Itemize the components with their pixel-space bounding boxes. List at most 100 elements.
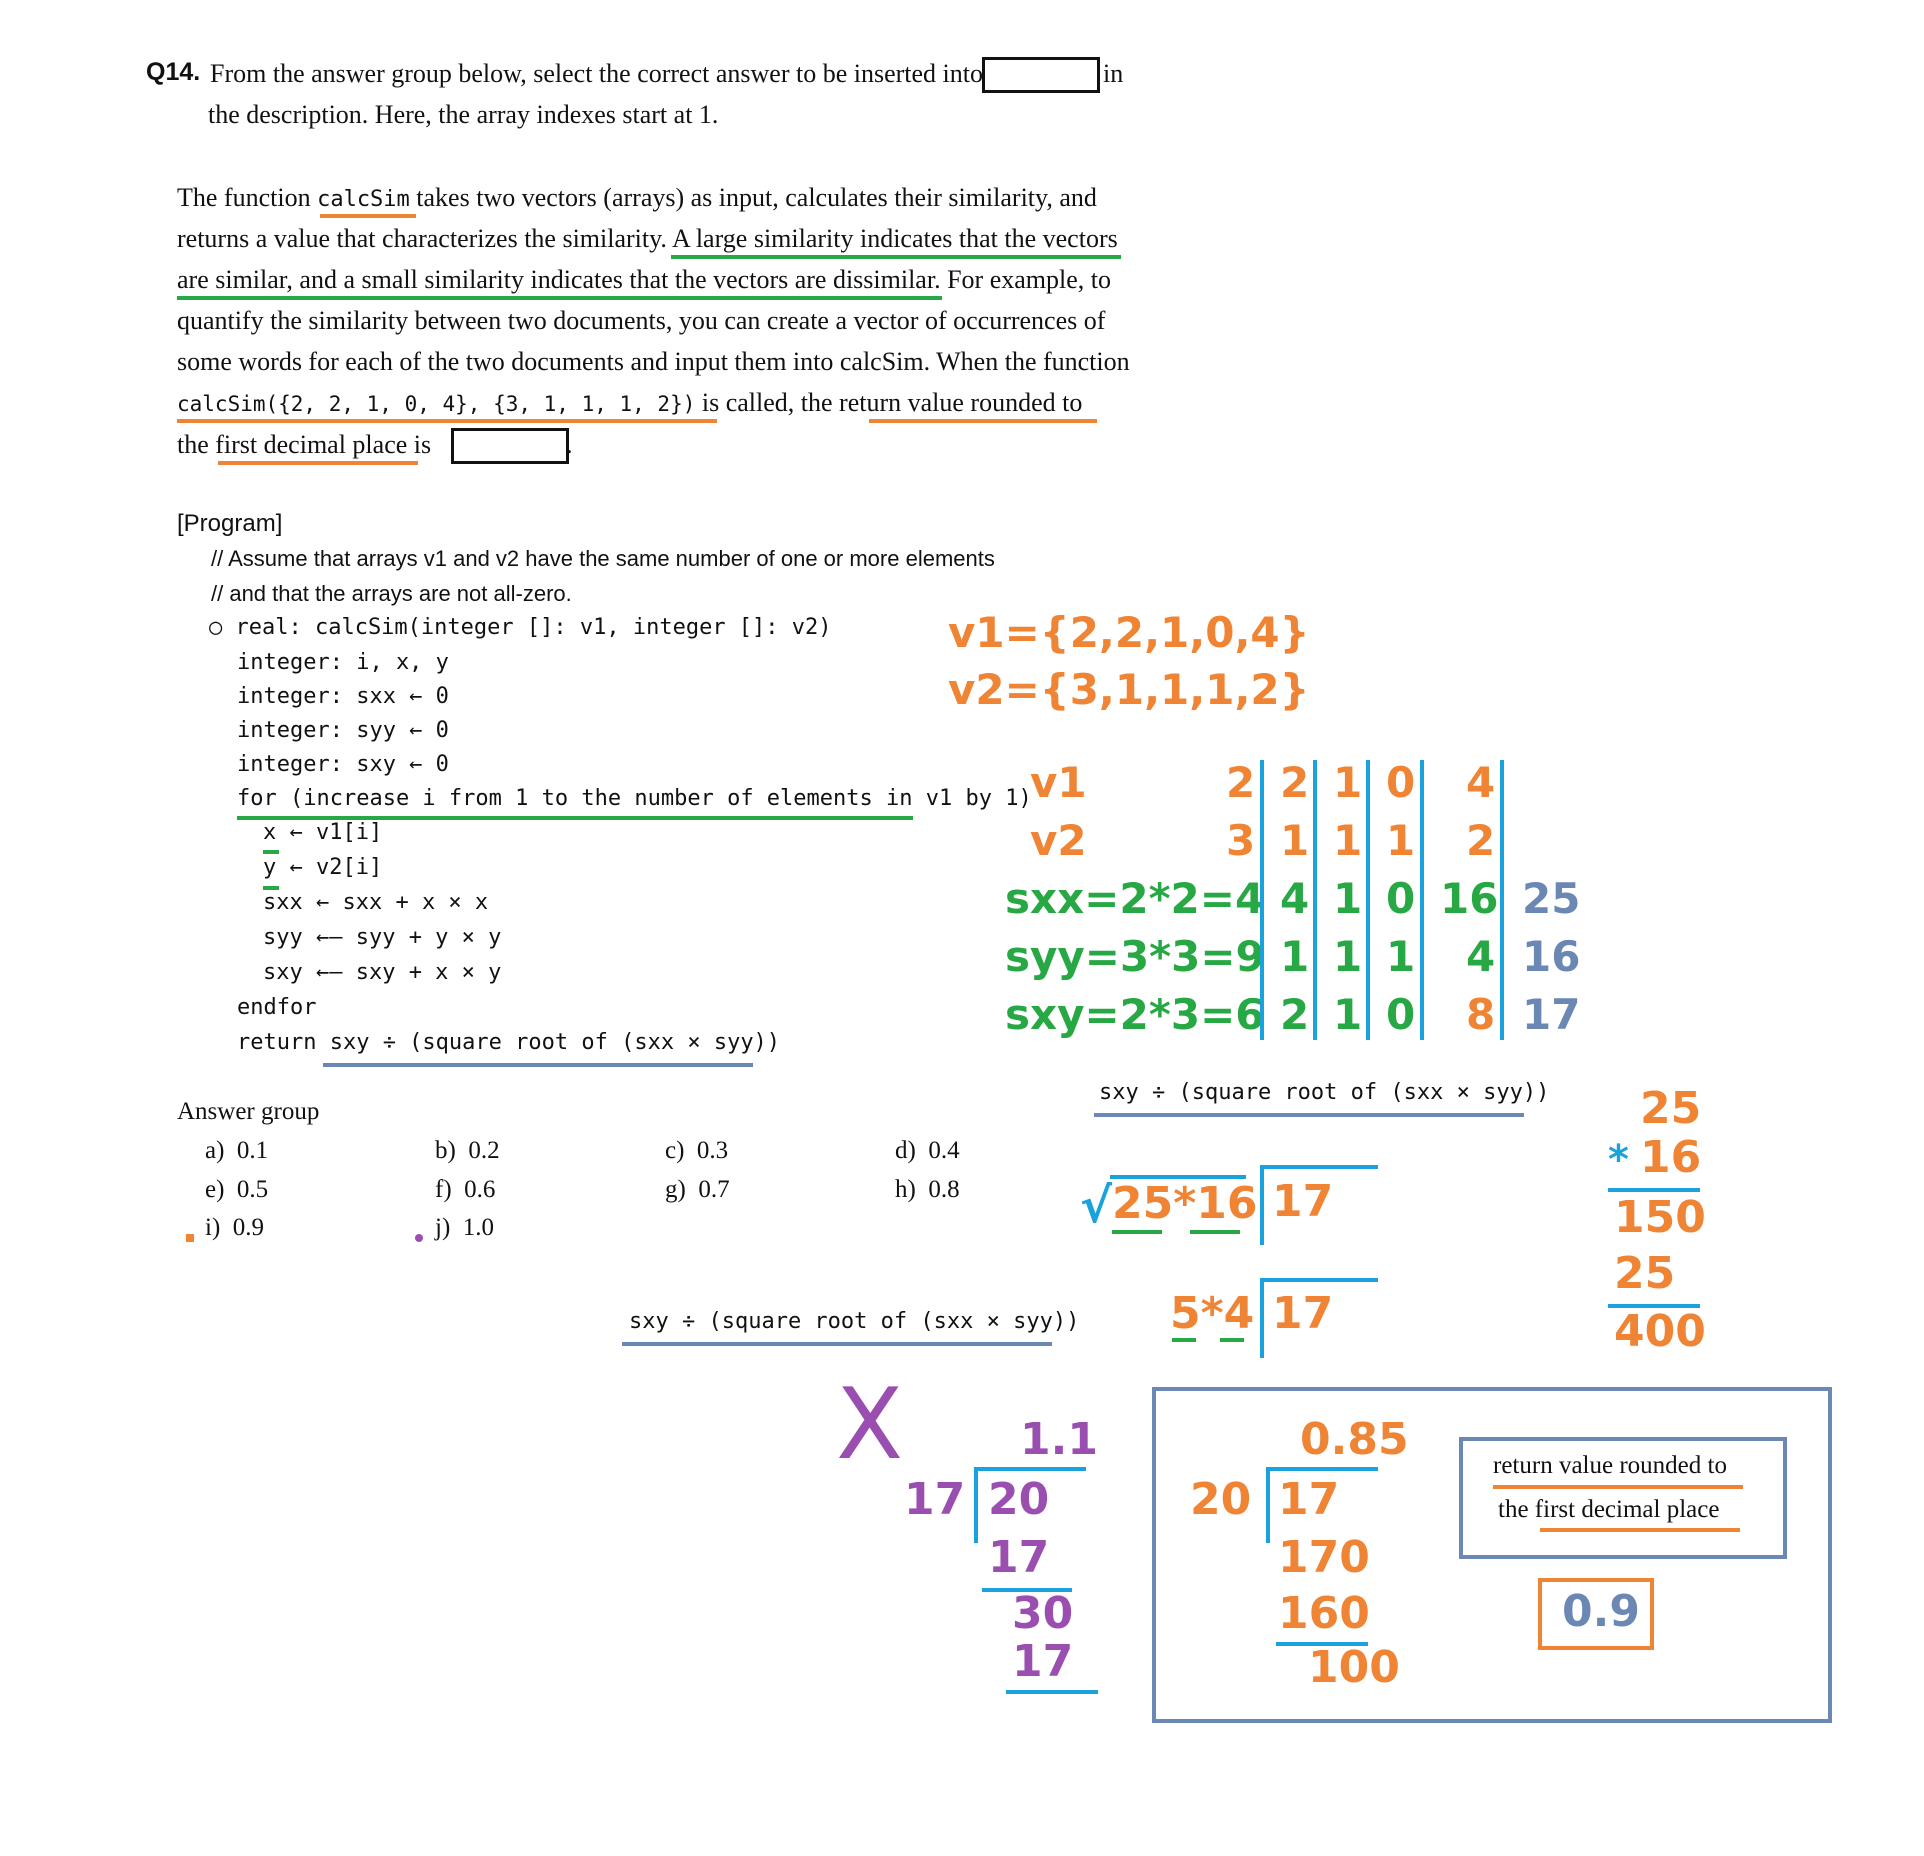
program-endfor: endfor <box>237 995 317 1020</box>
note-v1-definition: v1={2,2,1,0,4} <box>948 608 1310 657</box>
answer-value: 0.5 <box>236 1176 269 1203</box>
answer-value: 0.1 <box>236 1137 269 1164</box>
table-sxx-cell: 0 <box>1386 874 1416 923</box>
highlight-first-decimal <box>218 461 418 465</box>
program-update-syy: syy ←— syy + y × y <box>263 925 502 950</box>
formula-note-underline <box>1094 1113 1524 1117</box>
table-sxy-cell: 0 <box>1386 990 1416 1039</box>
table-label-sxx: sxx=2*2=4 <box>1005 874 1265 923</box>
description-text: is called, the return value rounded to <box>695 388 1083 417</box>
wrong-div-quotient: 1.1 <box>1020 1414 1098 1465</box>
answer-letter: d) <box>895 1137 916 1164</box>
table-total-sxy: 17 <box>1522 990 1581 1039</box>
table-sxx-cell: 16 <box>1440 874 1499 923</box>
program-signature: ○ real: calcSim(integer []: v1, integer … <box>209 615 832 640</box>
division-bar <box>1260 1165 1264 1245</box>
highlight-rounded-phrase <box>869 419 1097 423</box>
rounding-note-line2: the first decimal place <box>1498 1496 1720 1523</box>
table-v2-cell: 1 <box>1280 816 1310 865</box>
answer-option-a: a) 0.1 <box>205 1137 268 1165</box>
division-top <box>1260 1165 1378 1169</box>
answer-letter: f) <box>435 1176 452 1203</box>
answer-value: 0.4 <box>928 1137 960 1164</box>
description-text: The function <box>177 183 318 212</box>
simp-underline-4 <box>1220 1338 1244 1342</box>
answer-option-d: d) 0.4 <box>895 1137 960 1165</box>
program-return: return sxy ÷ (square root of (sxx × syy)… <box>237 1030 781 1055</box>
mult-line <box>1608 1188 1700 1192</box>
answer-letter: b) <box>435 1137 456 1164</box>
wrong-cross-mark: X <box>836 1368 904 1482</box>
answer-value: 0.7 <box>698 1176 730 1203</box>
answer-value: 0.3 <box>696 1137 729 1164</box>
answer-option-e: e) 0.5 <box>205 1176 268 1204</box>
program-update-sxy: sxy ←— sxy + x × y <box>263 960 502 985</box>
description-answer-blank <box>451 428 569 464</box>
rounding-note-box <box>1459 1437 1787 1559</box>
table-label-v1: v1 <box>1030 758 1087 807</box>
solution-box <box>1152 1387 1832 1723</box>
program-assign-y: y ← v2[i] <box>263 855 383 880</box>
wrong-div-divisor: 17 <box>904 1474 966 1525</box>
final-answer: 0.9 <box>1562 1586 1640 1637</box>
mult-partial-2: 25 <box>1614 1248 1676 1299</box>
question-text-line1: From the answer group below, select the … <box>210 59 984 88</box>
formula-note-2-underline <box>622 1342 1052 1346</box>
program-comment-1: // Assume that arrays v1 and v2 have the… <box>211 546 995 571</box>
table-sxx-cell: 1 <box>1333 874 1363 923</box>
sqrt-numerator: 17 <box>1272 1176 1334 1227</box>
wrong-div-subtract-2: 17 <box>1012 1636 1074 1687</box>
answer-letter: h) <box>895 1176 916 1203</box>
program-decl-sxy: integer: sxy ← 0 <box>237 752 449 777</box>
rounding-note-line1: return value rounded to <box>1493 1452 1727 1479</box>
program-assign-x: x ← v1[i] <box>263 820 383 845</box>
answer-letter: j) <box>435 1214 451 1241</box>
simp-underline-5 <box>1172 1338 1196 1342</box>
description-line5: some words for each of the two documents… <box>177 347 1130 376</box>
description-text: takes two vectors (arrays) as input, cal… <box>409 183 1097 212</box>
answer-option-h: h) 0.8 <box>895 1176 960 1204</box>
answer-value: 1.0 <box>462 1214 495 1241</box>
description-line3: are similar, and a small similarity indi… <box>177 265 1111 294</box>
table-syy-cell: 1 <box>1386 932 1416 981</box>
table-v1-cell: 2 <box>1280 758 1310 807</box>
function-name-code: calcSim <box>317 187 410 212</box>
table-v1-cell: 0 <box>1386 758 1416 807</box>
sqrt-overline <box>1110 1175 1246 1179</box>
rounding-underline-2 <box>1540 1528 1740 1532</box>
table-label-syy: syy=3*3=9 <box>1005 932 1265 981</box>
highlight-x <box>263 850 279 854</box>
simplified-numerator: 17 <box>1272 1288 1334 1339</box>
table-syy-cell: 1 <box>1280 932 1310 981</box>
mult-line <box>1608 1304 1700 1308</box>
table-divider <box>1313 760 1317 1040</box>
right-div-step-2: 160 <box>1278 1588 1370 1639</box>
highlight-for-loop <box>237 816 913 820</box>
wrong-div-top <box>974 1467 1086 1471</box>
table-v1-cell: 2 <box>1226 758 1256 807</box>
sqrt-expression: 25*16 <box>1112 1178 1258 1229</box>
answer-option-i: i) 0.9 <box>205 1214 264 1242</box>
right-div-divisor: 20 <box>1190 1474 1252 1525</box>
rounding-underline-1 <box>1493 1485 1743 1489</box>
table-v2-cell: 1 <box>1333 816 1363 865</box>
program-comment-2: // and that the arrays are not all-zero. <box>211 581 572 606</box>
answer-option-c: c) 0.3 <box>665 1137 728 1165</box>
question-text-line1-tail: in <box>1103 59 1124 88</box>
answer-group-header: Answer group <box>177 1098 320 1125</box>
final-answer-box <box>1538 1578 1654 1650</box>
table-divider <box>1420 760 1424 1040</box>
wrong-div-dividend: 20 <box>988 1474 1050 1525</box>
mult-result: 400 <box>1614 1306 1706 1357</box>
table-v1-cell: 1 <box>1333 758 1363 807</box>
right-div-quotient: 0.85 <box>1300 1414 1409 1465</box>
table-v2-cell: 1 <box>1386 816 1416 865</box>
description-line7: the first decimal place is <box>177 430 432 459</box>
answer-letter: i) <box>205 1214 221 1241</box>
question-number: Q14. <box>146 58 201 86</box>
wrong-div-line <box>982 1588 1072 1592</box>
right-div-line <box>1276 1642 1368 1646</box>
answer-letter: c) <box>665 1137 685 1164</box>
table-v2-cell: 2 <box>1466 816 1496 865</box>
program-decl-sxx: integer: sxx ← 0 <box>237 684 449 709</box>
